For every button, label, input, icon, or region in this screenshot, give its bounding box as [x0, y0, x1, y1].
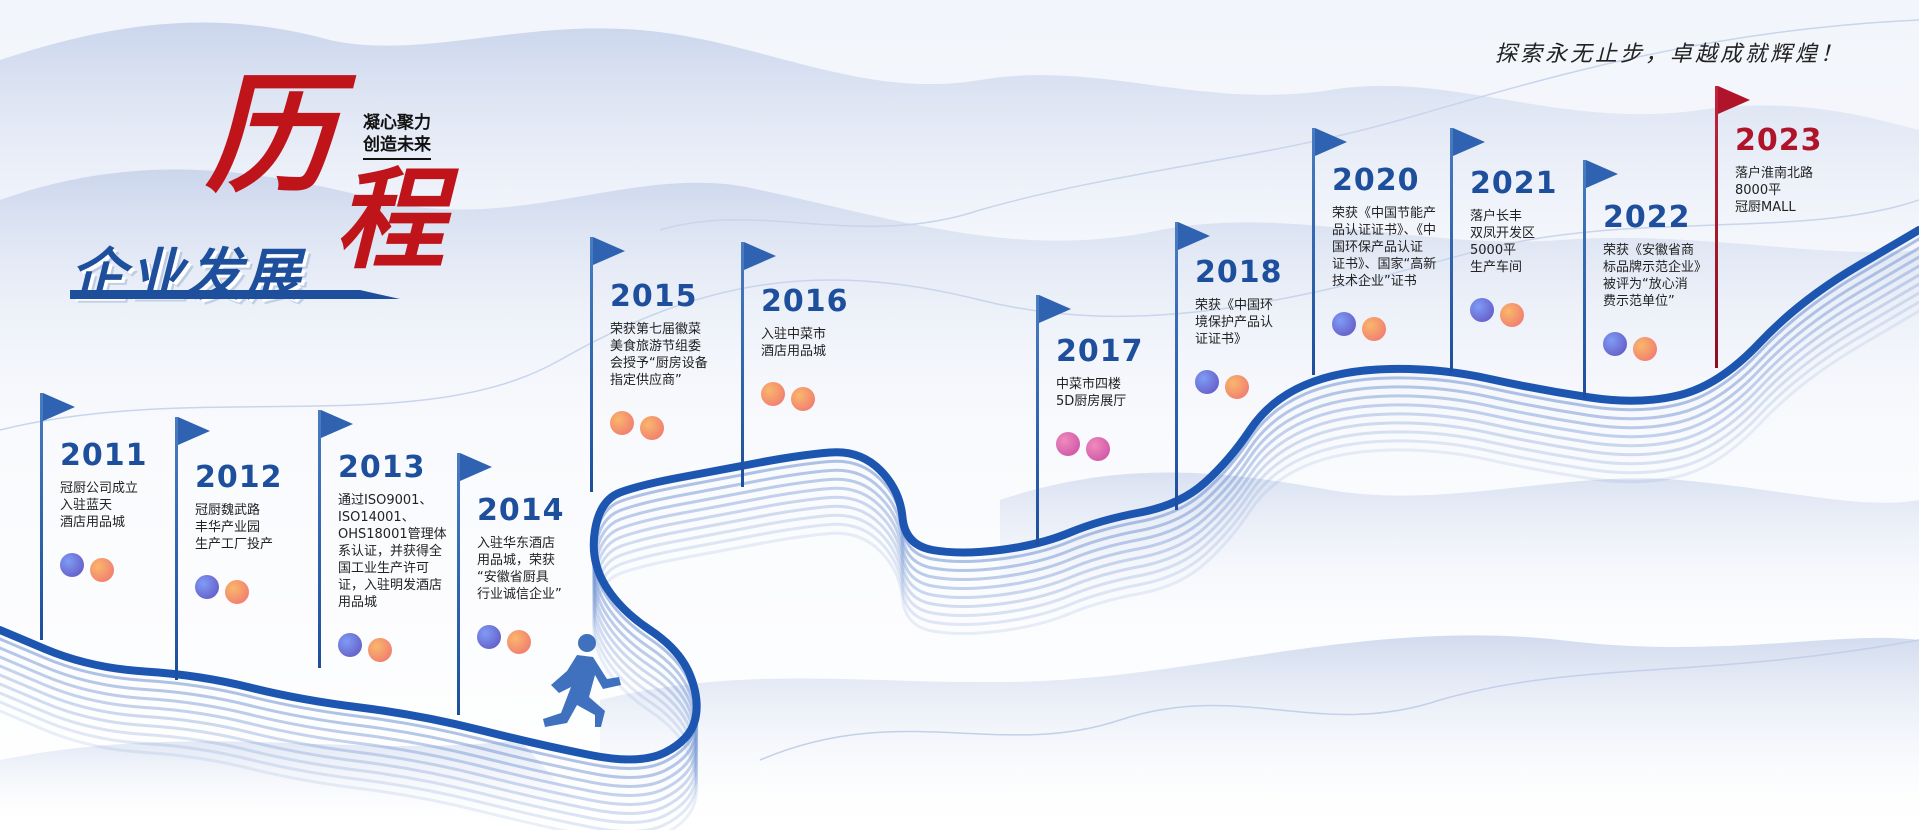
road-ribbon [0, 309, 1919, 830]
flag-icon [593, 237, 625, 265]
flag-pole [457, 453, 460, 715]
road-ribbon [0, 255, 1919, 788]
road-edge [0, 226, 1919, 764]
decorative-dot-icon [1470, 298, 1494, 322]
title-block: 企业发展 历 程 凝心聚力 创造未来 [70, 58, 510, 308]
milestone-description: 冠厨魏武路 丰华产业园 生产工厂投产 [195, 503, 274, 552]
milestone-description: 荣获《安徽省商 标品牌示范企业》 被评为“放心消 费示范单位” [1603, 243, 1708, 309]
road-ribbon [0, 264, 1919, 797]
flag-pole [1312, 128, 1315, 375]
milestone-description: 荣获第七届徽菜 美食旅游节组委 会授予“厨房设备 指定供应商” [610, 322, 708, 388]
milestone-description: 荣获《中国环 境保护产品认 证证书》 [1195, 298, 1274, 347]
milestone-year: 2011 [60, 438, 148, 473]
milestone-year: 2018 [1195, 255, 1283, 290]
milestone-description: 荣获《中国节能产 品认证证书》、《中 国环保产品认证 证书》、国家“高新 技术企… [1332, 206, 1437, 289]
milestone-year: 2016 [761, 284, 849, 319]
milestone-description: 中菜市四楼 5D厨房展厅 [1056, 377, 1127, 409]
title-char-cheng: 程 [335, 155, 445, 284]
milestone-description: 通过ISO9001、 ISO14001、 OHS18001管理体 系认证，并获得… [338, 493, 447, 610]
decorative-dot-icon [1056, 432, 1080, 456]
milestone-description: 落户淮南北路 8000平 冠厨MALL [1735, 166, 1814, 215]
road-ribbon [0, 273, 1919, 806]
flag-icon [178, 417, 210, 445]
decorative-dot-icon [225, 580, 249, 604]
milestone-year: 2013 [338, 450, 426, 485]
decorative-dot-icon [477, 625, 501, 649]
decorative-dot-icon [1332, 312, 1356, 336]
decorative-dot-icon [761, 382, 785, 406]
flag-pole [1450, 128, 1453, 372]
milestone-description: 入驻华东酒店 用品城，荣获 “安徽省厨具 行业诚信企业” [477, 536, 562, 602]
decorative-dot-icon [1500, 303, 1524, 327]
flag-pole [1036, 295, 1039, 545]
decorative-dot-icon [195, 575, 219, 599]
runner-silhouette-icon [543, 634, 621, 727]
decorative-dot-icon [640, 416, 664, 440]
flag-pole [175, 417, 178, 680]
road-ribbon [0, 246, 1919, 779]
flag-pole [590, 237, 593, 492]
subtitle-line-2: 创造未来 [363, 135, 431, 155]
flag-pole [1175, 222, 1178, 510]
milestone-year: 2015 [610, 279, 698, 314]
decorative-dot-icon [1633, 337, 1657, 361]
flag-pole [318, 410, 321, 668]
milestone-description: 落户长丰 双凤开发区 5000平 生产车间 [1470, 209, 1536, 275]
decorative-dot-icon [1225, 375, 1249, 399]
flag-icon [1315, 128, 1347, 156]
milestone-description: 入驻中菜市 酒店用品城 [761, 327, 827, 359]
title-subtitle: 凝心聚力 创造未来 [363, 112, 431, 160]
title-underline [70, 290, 400, 299]
flag-pole [40, 393, 43, 640]
decorative-dot-icon [368, 638, 392, 662]
flag-pole [1715, 86, 1718, 368]
milestone-year: 2014 [477, 493, 565, 528]
decorative-dot-icon [90, 558, 114, 582]
title-char-li: 历 [205, 58, 336, 211]
decorative-dot-icon [1362, 317, 1386, 341]
milestone-year: 2020 [1332, 163, 1420, 198]
flag-icon [1453, 128, 1485, 156]
flag-icon [1718, 86, 1750, 114]
decorative-dot-icon [507, 630, 531, 654]
flag-icon [1039, 295, 1071, 323]
road-ribbon [0, 291, 1919, 824]
flag-icon [43, 393, 75, 421]
road-ribbon [0, 282, 1919, 815]
milestone-year: 2012 [195, 460, 283, 495]
milestone-year: 2017 [1056, 334, 1144, 369]
decorative-dot-icon [1086, 437, 1110, 461]
flag-icon [744, 242, 776, 270]
milestone-year: 2021 [1470, 166, 1558, 201]
flag-pole [1583, 160, 1586, 398]
decorative-dot-icon [338, 633, 362, 657]
flag-icon [1586, 160, 1618, 188]
flag-icon [1178, 222, 1210, 250]
decorative-dot-icon [610, 411, 634, 435]
subtitle-line-1: 凝心聚力 [363, 113, 431, 133]
decorative-dot-icon [791, 387, 815, 411]
decorative-dot-icon [1195, 370, 1219, 394]
milestone-description: 冠厨公司成立 入驻蓝天 酒店用品城 [60, 481, 139, 530]
flag-icon [321, 410, 353, 438]
decorative-dot-icon [60, 553, 84, 577]
road-ribbon [0, 237, 1919, 770]
milestone-year: 2022 [1603, 200, 1691, 235]
road-ribbon [0, 300, 1919, 830]
decorative-dot-icon [1603, 332, 1627, 356]
milestone-year: 2023 [1735, 123, 1823, 158]
slogan-text: 探索永无止步，卓越成就辉煌！ [1495, 42, 1846, 67]
flag-pole [741, 242, 744, 487]
flag-icon [460, 453, 492, 481]
